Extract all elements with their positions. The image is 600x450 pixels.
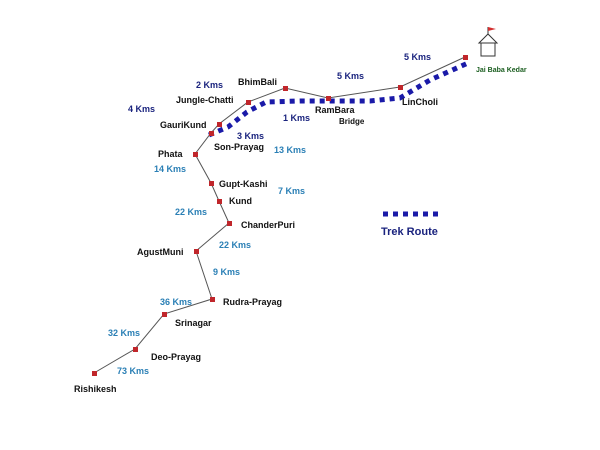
distance-label: 3 Kms xyxy=(237,131,264,141)
distance-label: 73 Kms xyxy=(117,366,149,376)
label-rudra-prayag: Rudra-Prayag xyxy=(223,297,282,307)
distance-label: 9 Kms xyxy=(213,267,240,277)
marker-gaurikund xyxy=(217,122,222,127)
marker-kedar xyxy=(463,55,468,60)
label-son-prayag: Son-Prayag xyxy=(214,142,264,152)
marker-phata xyxy=(193,152,198,157)
marker-agustmuni xyxy=(194,249,199,254)
label-rambara: RamBara xyxy=(315,105,356,115)
marker-rudra-prayag xyxy=(210,297,215,302)
marker-jungle-chatti xyxy=(246,100,251,105)
legend-label: Trek Route xyxy=(381,226,438,238)
marker-gupt-kashi xyxy=(209,181,214,186)
distance-label: 32 Kms xyxy=(108,328,140,338)
road-route-line xyxy=(93,56,466,374)
marker-bhimbali xyxy=(283,86,288,91)
marker-son-prayag xyxy=(209,131,214,136)
marker-rambara xyxy=(326,96,331,101)
distance-label: 1 Kms xyxy=(283,113,310,123)
legend: Trek Route xyxy=(381,211,443,238)
distance-label: 36 Kms xyxy=(160,297,192,307)
label-bridge: Bridge xyxy=(339,117,365,126)
marker-srinagar xyxy=(162,312,167,317)
label-jungle-chatti: Jungle-Chatti xyxy=(176,95,234,105)
distance-label: 5 Kms xyxy=(337,71,364,81)
label-chanderpuri: ChanderPuri xyxy=(241,220,295,230)
distance-label: 22 Kms xyxy=(219,240,251,250)
distance-label: 22 Kms xyxy=(175,207,207,217)
distance-label: 13 Kms xyxy=(274,145,306,155)
distance-label: 2 Kms xyxy=(196,80,223,90)
label-gupt-kashi: Gupt-Kashi xyxy=(219,179,268,189)
trek-route-line xyxy=(208,60,470,138)
distance-label: 4 Kms xyxy=(128,104,155,114)
label-rishikesh: Rishikesh xyxy=(74,384,117,394)
label-bhimbali: BhimBali xyxy=(238,77,277,87)
marker-chanderpuri xyxy=(227,221,232,226)
distance-label: 14 Kms xyxy=(154,164,186,174)
label-destination: Jai Baba Kedar xyxy=(476,67,527,74)
distance-label: 7 Kms xyxy=(278,186,305,196)
label-gaurikund: GauriKund xyxy=(160,120,207,130)
distance-label: 5 Kms xyxy=(404,52,431,62)
label-agustmuni: AgustMuni xyxy=(137,247,184,257)
label-phata: Phata xyxy=(158,149,184,159)
temple-icon xyxy=(477,27,499,57)
label-kund: Kund xyxy=(229,196,252,206)
label-lincholi: LinCholi xyxy=(402,97,438,107)
marker-kund xyxy=(217,199,222,204)
marker-rishikesh xyxy=(92,371,97,376)
label-srinagar: Srinagar xyxy=(175,318,212,328)
marker-deo-prayag xyxy=(133,347,138,352)
town-markers xyxy=(92,55,468,376)
label-deo-prayag: Deo-Prayag xyxy=(151,352,201,362)
flag-icon xyxy=(488,27,496,31)
marker-lincholi xyxy=(398,85,403,90)
